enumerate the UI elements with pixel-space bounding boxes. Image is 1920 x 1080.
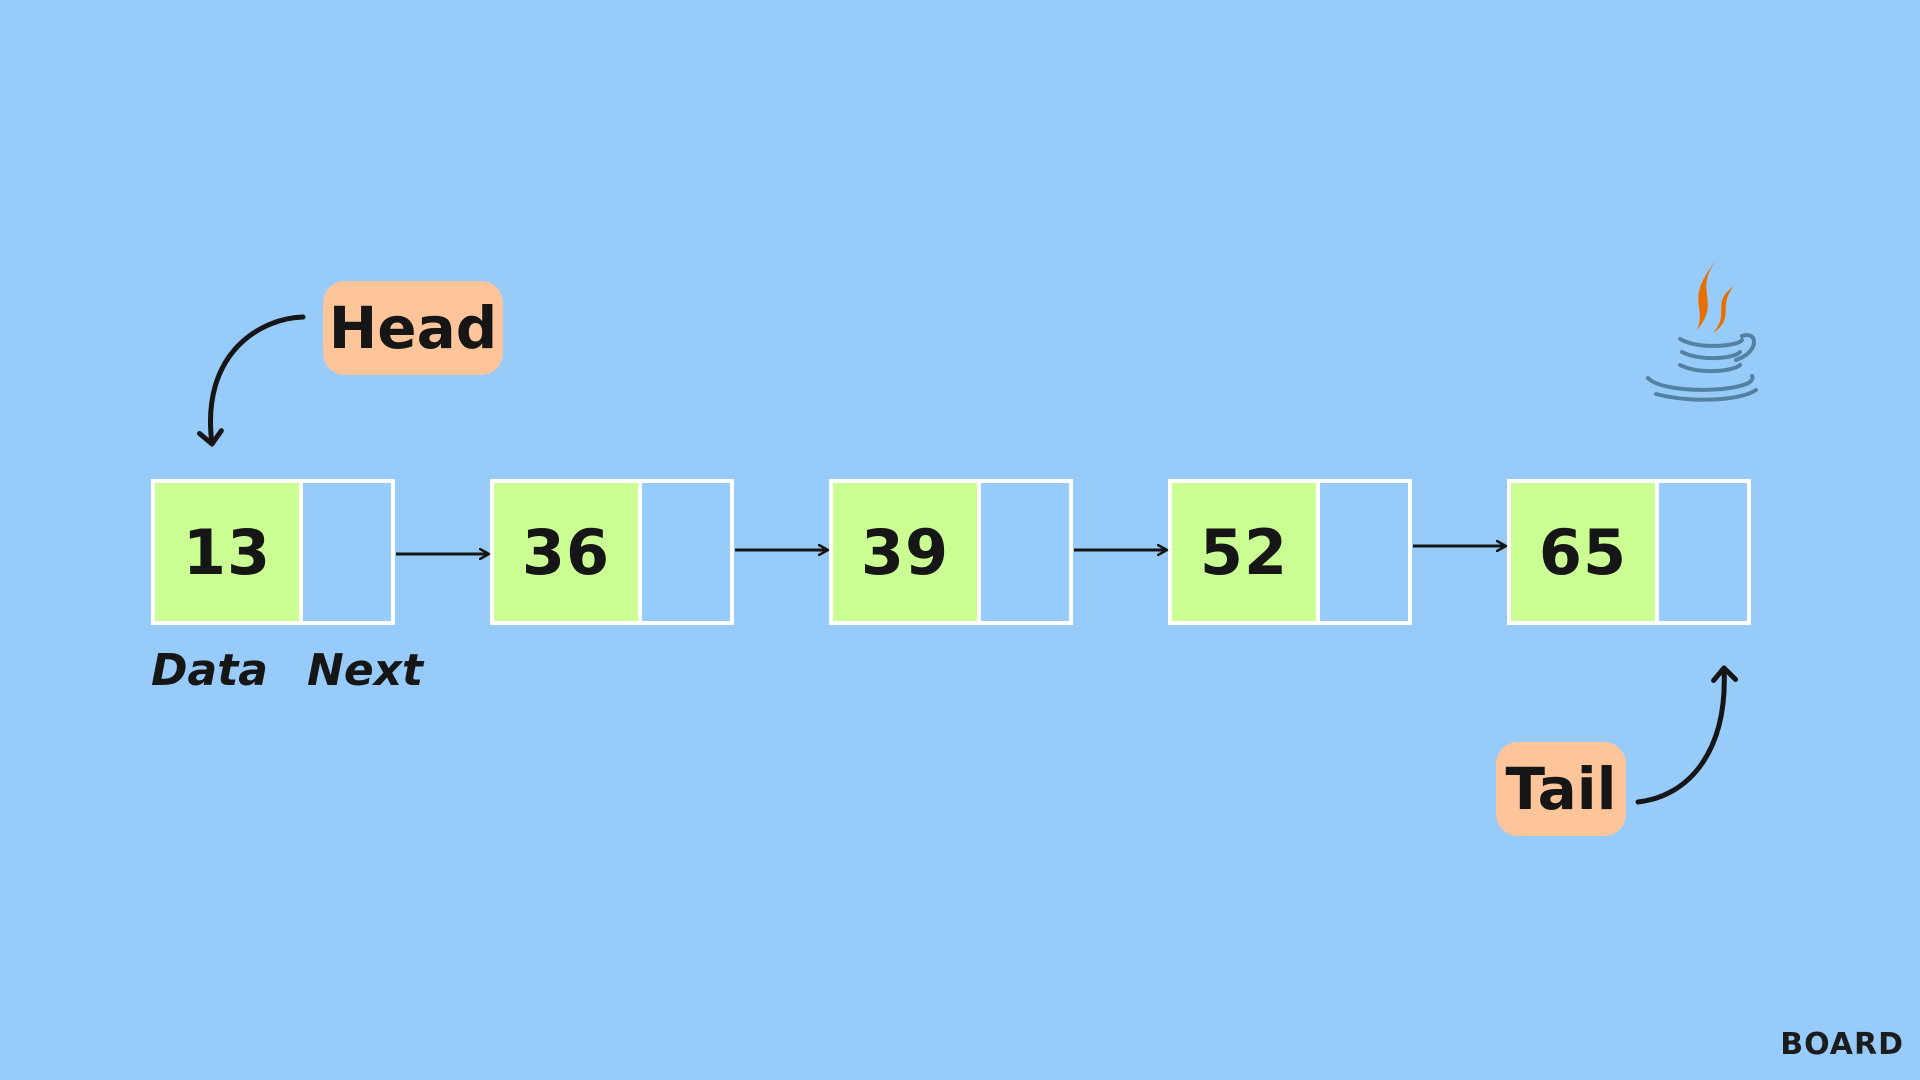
tail-label: Tail <box>1496 742 1626 836</box>
java-logo-icon <box>1646 256 1758 402</box>
tail-pointer-arrow <box>1635 665 1739 805</box>
data-field-label: Data <box>151 645 268 696</box>
node-data-cell: 13 <box>155 483 303 621</box>
node-next-cell <box>981 483 1069 621</box>
node-data-cell: 65 <box>1511 483 1659 621</box>
list-node: 52 <box>1168 479 1412 625</box>
next-field-label: Next <box>307 645 424 696</box>
list-node: 65 <box>1507 479 1751 625</box>
board-logo: BOARD <box>1780 1027 1904 1062</box>
node-next-cell <box>1320 483 1408 621</box>
list-node: 36 <box>490 479 734 625</box>
head-label: Head <box>323 281 503 375</box>
head-pointer-arrow <box>197 314 306 447</box>
node-next-cell <box>303 483 391 621</box>
node-next-cell <box>1659 483 1747 621</box>
node-data-cell: 36 <box>494 483 642 621</box>
list-node: 39 <box>829 479 1073 625</box>
list-node: 13 <box>151 479 395 625</box>
node-next-cell <box>642 483 730 621</box>
node-data-cell: 52 <box>1172 483 1320 621</box>
node-data-cell: 39 <box>833 483 981 621</box>
